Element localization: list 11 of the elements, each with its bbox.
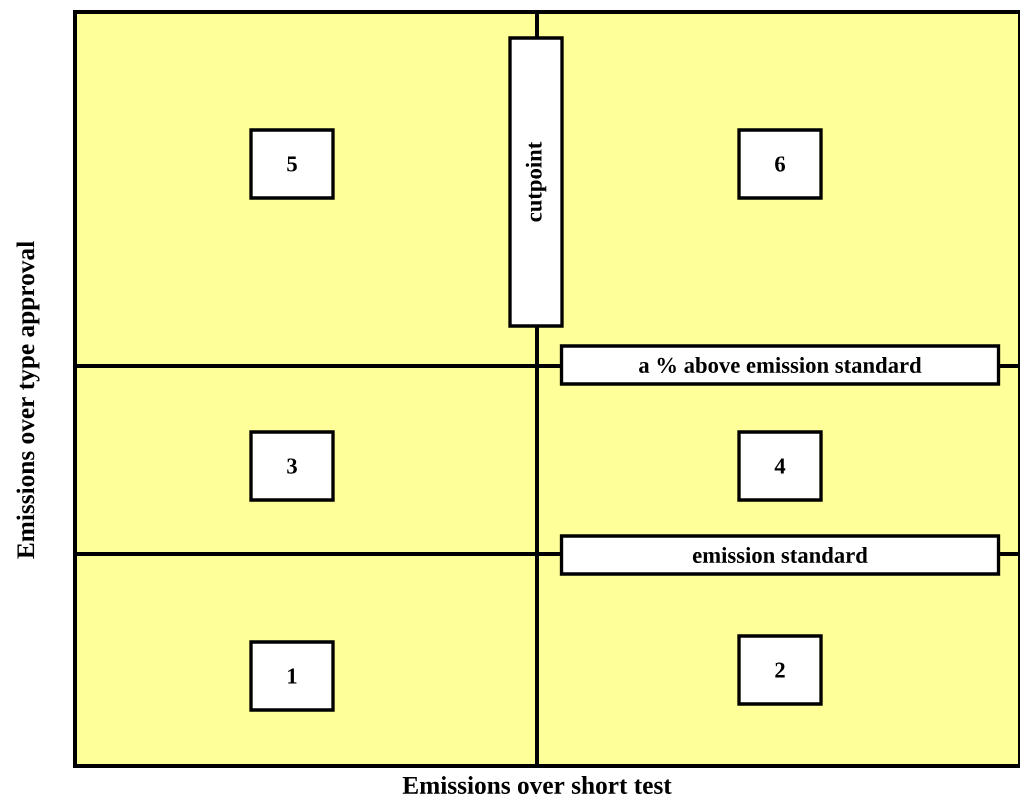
region-number: 4 <box>737 430 823 502</box>
axis-title: Emissions over short test <box>402 776 672 794</box>
axis-title: Emissions over type approval <box>16 241 40 559</box>
region-number: 3 <box>249 430 335 502</box>
threshold-label: a % above emission standard <box>559 344 1001 386</box>
region-number: 2 <box>737 634 823 706</box>
region-number: cutpoint <box>508 36 564 328</box>
threshold-label: emission standard <box>559 534 1001 576</box>
region-number: 1 <box>249 640 335 712</box>
region-number: 6 <box>737 128 823 200</box>
region-number: 5 <box>249 128 335 200</box>
